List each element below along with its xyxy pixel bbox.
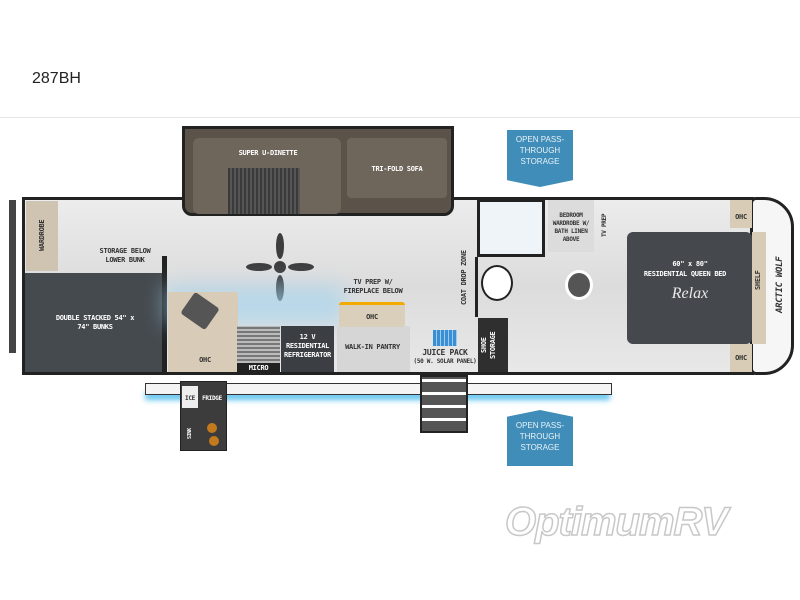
dinette-label: SUPER U-DINETTE [238,149,298,157]
bedroom-tv-prep-label: TV PREP [601,213,608,237]
ohc-bottom-label: OHC [735,354,747,362]
ice-label: ICE [185,395,195,402]
sofa [347,138,447,198]
awning [145,383,612,395]
burner-icon [209,436,219,446]
divider [0,117,800,118]
tv-prep-label: TV PREP W/ FIREPLACE BELOW [343,278,403,295]
vanity-sink-icon [565,270,593,300]
queen-bed [627,232,752,344]
bath-wall [475,257,478,317]
kitchen-ohc-label: OHC [199,356,211,364]
toilet-icon [481,265,513,301]
bed-brand-logo: Relax [671,285,709,302]
dinette-table [228,168,300,214]
callout-top: OPEN PASS-THROUGH STORAGE [507,130,573,187]
shower [477,199,545,257]
sofa-label: TRI-FOLD SOFA [371,165,423,173]
pantry [337,326,410,372]
wardrobe [26,201,58,271]
bunks [25,273,163,372]
bunks-label: DOUBLE STACKED 54" x 74" BUNKS [55,314,135,331]
wall [162,256,167,372]
micro-label: MICRO [248,364,269,372]
refrigerator [281,326,334,372]
juice-pack-label: JUICE PACK [422,348,468,357]
awning-light [145,392,610,400]
watermark-logo: OptimumRV [504,499,729,545]
ohc-top-label: OHC [735,213,747,221]
shelf-label: SHELF [754,270,762,290]
shelf [752,232,766,344]
pantry-label: WALK-IN PANTRY [345,343,400,351]
solar-label: (50 W. SOLAR PANEL) [413,358,477,365]
stove [237,326,280,363]
callout-bottom: OPEN PASS-THROUGH STORAGE [507,410,573,466]
burner-icon [207,423,217,433]
bedroom-wardrobe [548,200,594,252]
tv-ohc-label: OHC [366,313,378,321]
shoe-storage-label: SHOE STORAGE [480,331,497,359]
shoe-storage [478,318,508,372]
fireplace [339,302,405,327]
entry-steps[interactable] [420,375,468,433]
model-title: 287BH [32,70,81,87]
ice-box [182,386,198,408]
ohc-bottom [730,344,752,372]
solar-panel-icon [433,330,457,346]
bed-label: RESIDENTIAL QUEEN BED [643,270,727,278]
micro [237,363,280,373]
wardrobe-label: WARDROBE [38,219,46,251]
front-cap-logo: ARCTIC WOLF [775,256,785,314]
bed-size-label: 60" x 80" [672,260,708,268]
refrigerator-label: 12 V RESIDENTIAL REFRIGERATOR [284,333,331,359]
ohc-top [730,200,752,228]
outdoor-fridge-label: FRIDGE [202,395,222,402]
hitch-bar [9,200,16,353]
storage-label: STORAGE BELOW LOWER BUNK [99,247,151,264]
outdoor-sink-label: SINK [187,428,193,440]
coat-drop-label: COAT DROP ZONE [460,250,468,305]
bedroom-wardrobe-label: BEDROOM WARDROBE W/ BATH LINEN ABOVE [552,212,590,243]
